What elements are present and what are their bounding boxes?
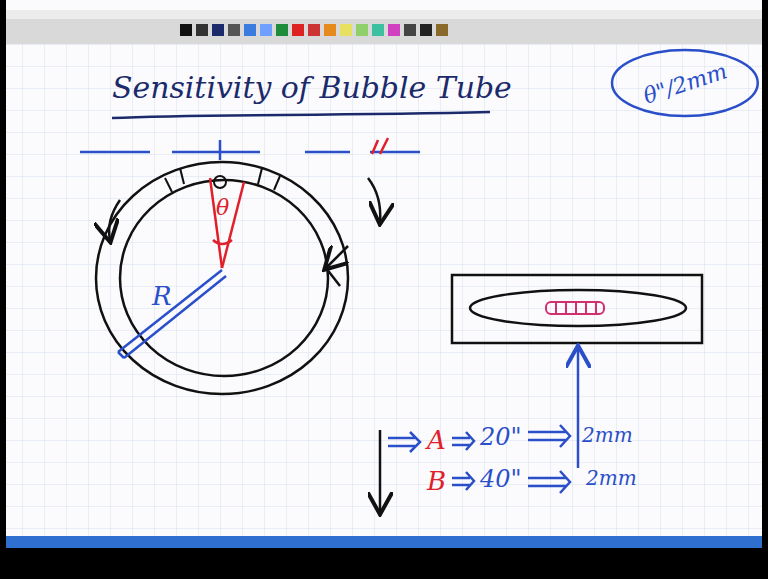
bubble-scale	[546, 302, 604, 314]
angle-label: θ	[216, 196, 229, 220]
note-text-group: θ"/2mm	[642, 71, 729, 96]
level-line	[80, 140, 420, 160]
note-text: θ"/2mm	[640, 58, 730, 109]
toolbar	[6, 10, 762, 44]
title-underline	[112, 112, 490, 118]
radius-line	[118, 270, 226, 358]
angle-lines	[210, 178, 244, 268]
inner-tube	[120, 180, 328, 376]
slide-title: Sensitivity of Bubble Tube	[112, 72, 512, 105]
outer-tube	[96, 162, 348, 394]
arrows	[109, 178, 380, 512]
bubble-tube-body	[452, 275, 702, 343]
bubble-movement: 2mm	[582, 424, 633, 446]
row-label: B	[427, 467, 446, 496]
radius-label: R	[152, 282, 172, 311]
pointer-arrow	[577, 348, 580, 468]
implies-arrow	[388, 432, 420, 452]
grid	[6, 44, 762, 548]
graduations	[165, 168, 280, 192]
circled-note: θ"/2mm	[610, 48, 760, 118]
status-bar	[6, 536, 762, 548]
angle-value: 20"	[480, 424, 522, 450]
angle-value: 40"	[480, 466, 522, 492]
whiteboard	[6, 0, 762, 548]
menu-bar	[6, 10, 762, 19]
color-palette	[180, 24, 448, 36]
bubble	[214, 176, 226, 188]
red-mark	[372, 138, 388, 154]
vial	[470, 290, 686, 326]
bubble-movement: 2mm	[586, 467, 637, 489]
row-label: A	[427, 426, 446, 455]
row-arrows	[452, 425, 570, 493]
